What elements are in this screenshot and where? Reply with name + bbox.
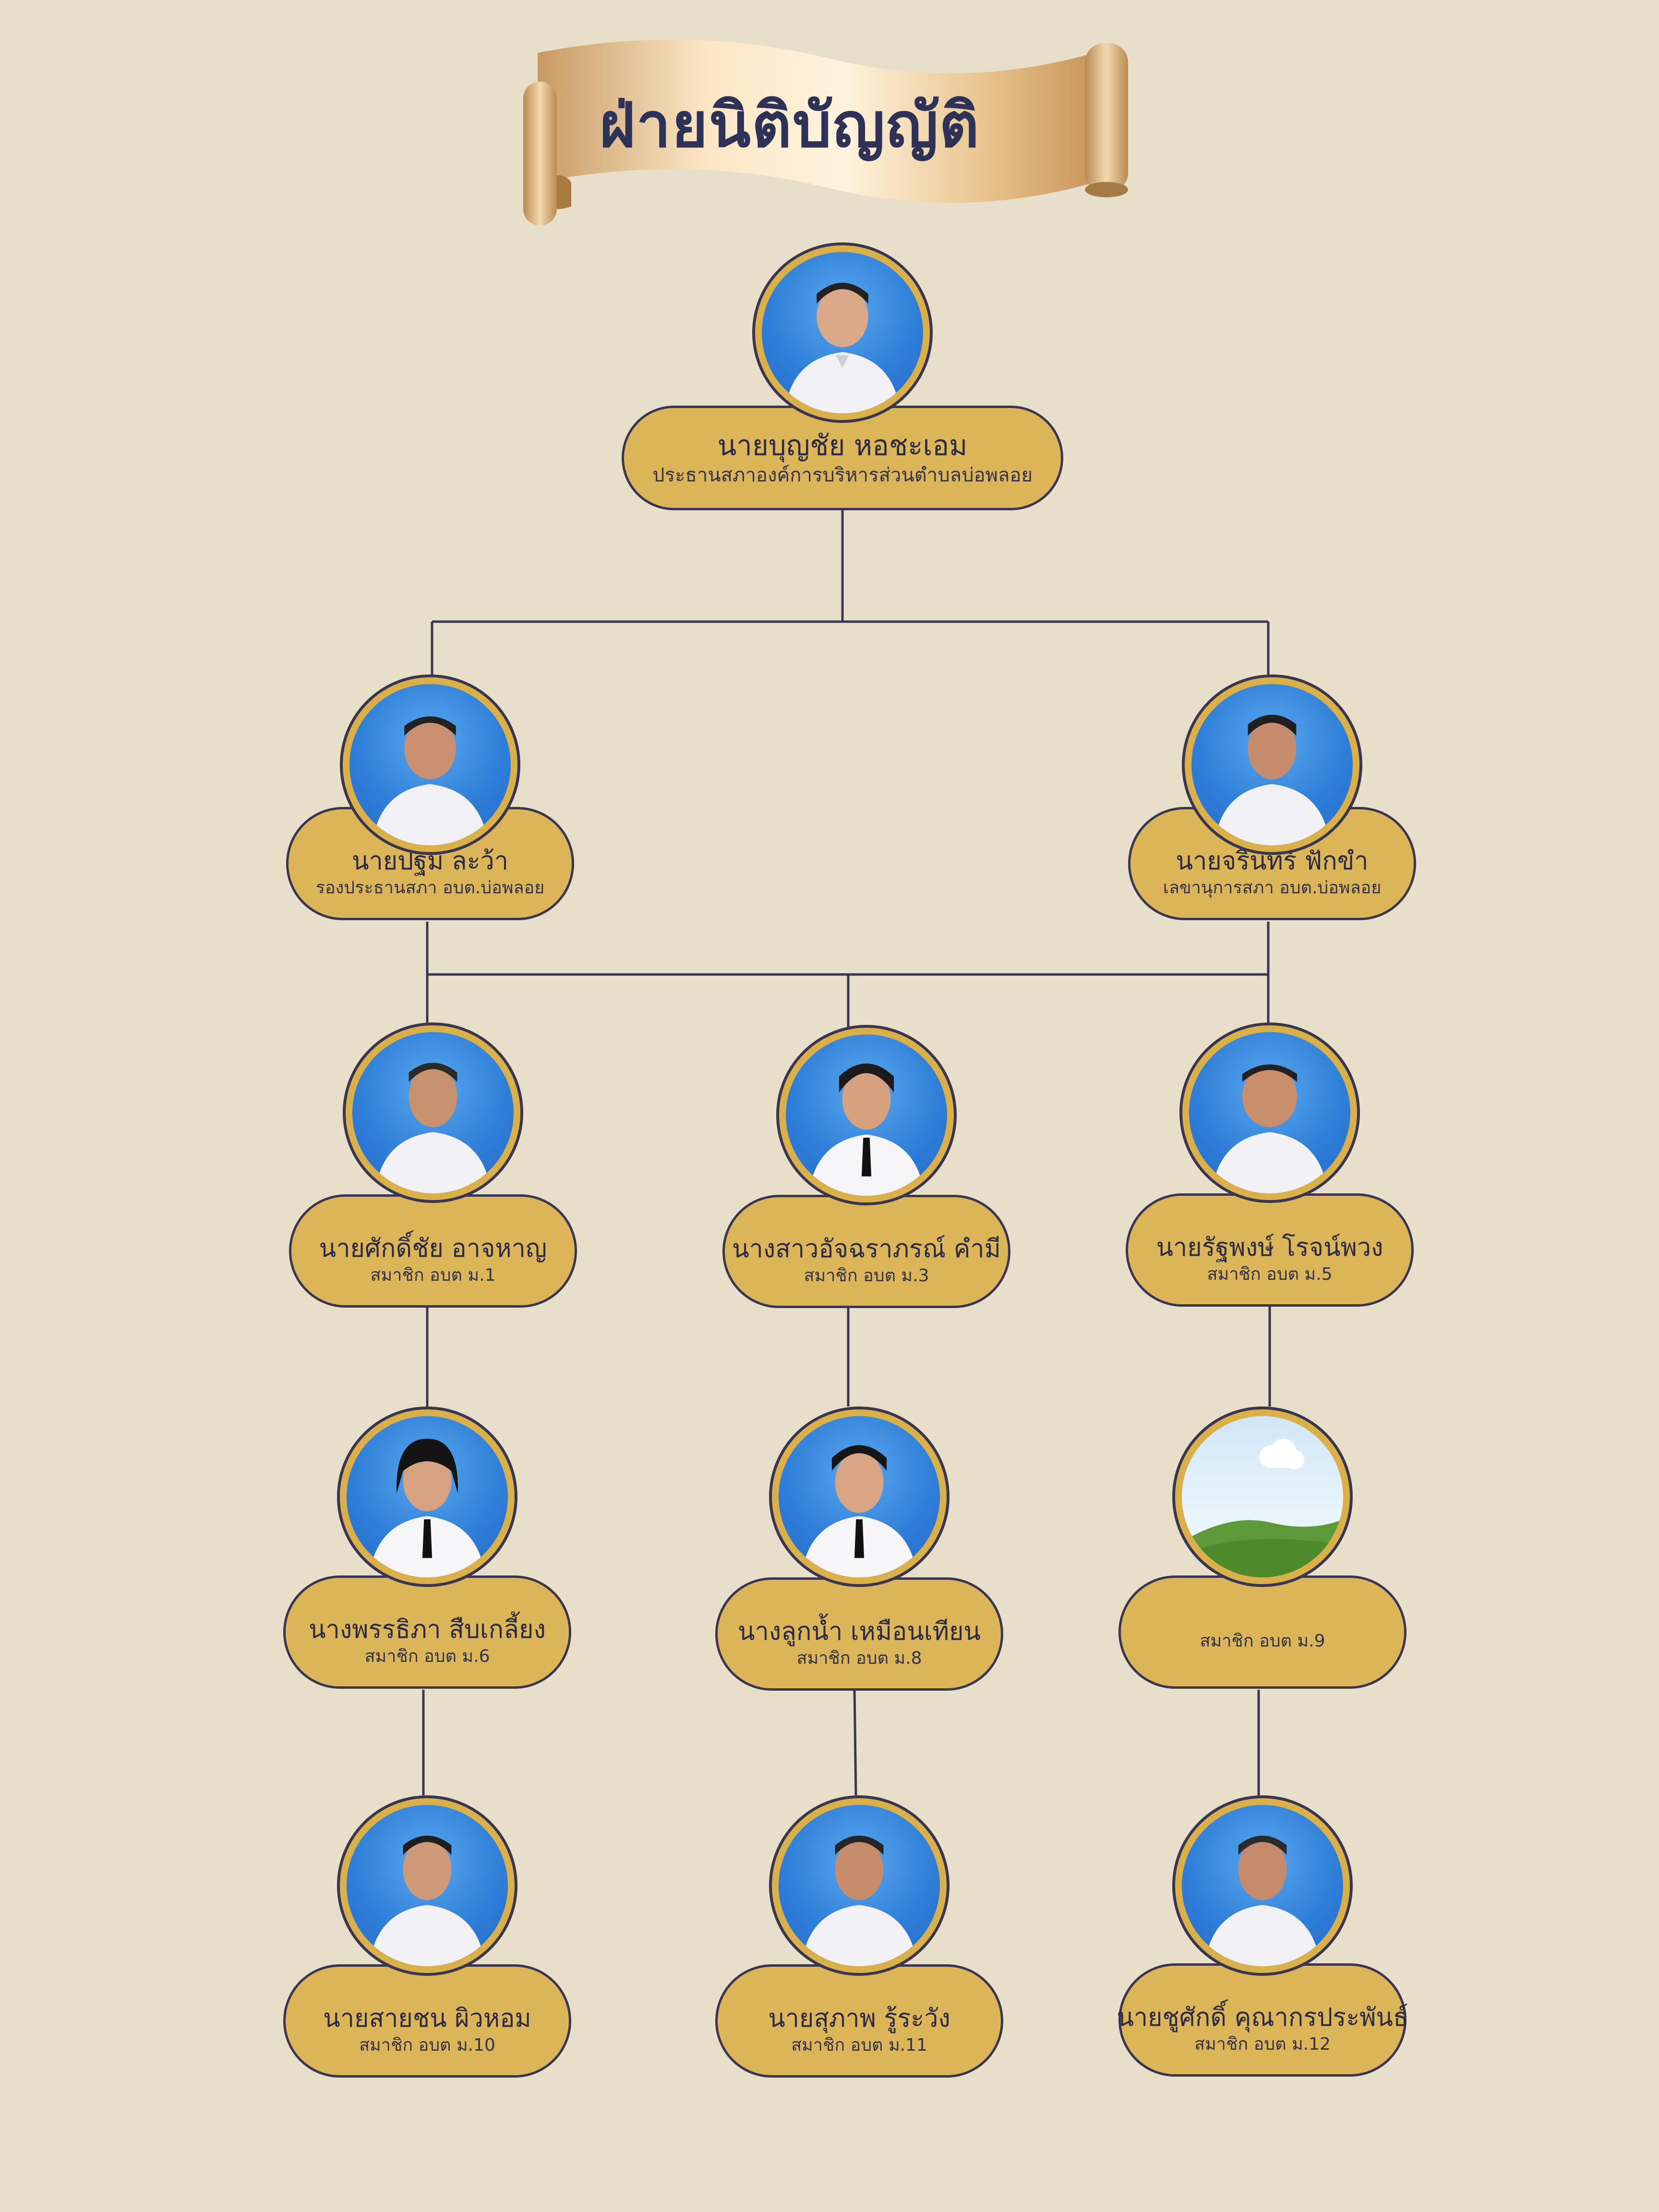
member-role: สมาชิก อบต ม.5 <box>1207 1264 1333 1285</box>
person-icon <box>347 1416 508 1577</box>
member-node: นายชูศักดิ์ คุณากรประพันธ์ สมาชิก อบต ม.… <box>1117 1795 1408 2077</box>
member-name: นางสาวอัจฉราภรณ์ คำมี <box>732 1235 1001 1264</box>
member-card: นายชูศักดิ์ คุณากรประพันธ์ สมาชิก อบต ม.… <box>1117 1963 1408 2077</box>
chair-photo <box>752 242 933 423</box>
member-role: สมาชิก อบต ม.8 <box>796 1648 922 1669</box>
member-role: สมาชิก อบต ม.10 <box>359 2035 495 2056</box>
vice-chair-node: นายปฐม ละว้า รองประธานสภา อบต.บ่อพลอย <box>286 674 574 943</box>
member-card: นางลูกน้ำ เหมือนเทียน สมาชิก อบต ม.8 <box>715 1577 1003 1691</box>
person-icon <box>762 252 923 413</box>
member-card: นางพรรธิภา สืบเกลี้ยง สมาชิก อบต ม.6 <box>283 1575 571 1689</box>
member-role: สมาชิก อบต ม.11 <box>791 2035 927 2056</box>
vice-chair-role: รองประธานสภา อบต.บ่อพลอย <box>315 878 545 898</box>
member-role: สมาชิก อบต ม.1 <box>370 1265 496 1286</box>
member-name: นายศักดิ์ชัย อาจหาญ <box>319 1234 547 1263</box>
secretary-photo <box>1182 674 1362 855</box>
member-node: นายสายชน ผิวหอม สมาชิก อบต ม.10 <box>283 1795 571 2078</box>
person-icon <box>352 1032 514 1193</box>
person-icon <box>1191 684 1353 845</box>
member-node: นายศักดิ์ชัย อาจหาญ สมาชิก อบต ม.1 <box>289 1022 577 1308</box>
member-card: นายศักดิ์ชัย อาจหาญ สมาชิก อบต ม.1 <box>289 1194 577 1308</box>
person-icon <box>347 1805 508 1966</box>
member-photo <box>337 1795 517 1976</box>
member-photo <box>1179 1022 1360 1203</box>
chair-card: นายบุญชัย หอชะเอม ประธานสภาองค์การบริหาร… <box>622 406 1063 510</box>
person-icon <box>1189 1032 1350 1193</box>
member-name: นายสายชน ผิวหอม <box>323 2004 531 2033</box>
member-photo <box>337 1407 517 1587</box>
member-name: นายรัฐพงษ์ โรจน์พวง <box>1156 1233 1383 1262</box>
member-photo <box>1172 1407 1353 1587</box>
member-card: นายสุภาพ รู้ระวัง สมาชิก อบต ม.11 <box>715 1964 1003 2078</box>
member-node: สมาชิก อบต ม.9 <box>1118 1407 1407 1689</box>
secretary-node: นายจรินทร์ ฟักขำ เลขานุการสภา อบต.บ่อพลอ… <box>1128 674 1416 943</box>
member-card: นายรัฐพงษ์ โรจน์พวง สมาชิก อบต ม.5 <box>1126 1193 1414 1307</box>
member-role: สมาชิก อบต ม.3 <box>804 1266 929 1286</box>
member-node: นายสุภาพ รู้ระวัง สมาชิก อบต ม.11 <box>715 1795 1003 2078</box>
page-title: ฝ่ายนิติบัญญัติ <box>599 89 980 161</box>
person-icon <box>779 1416 940 1577</box>
member-card: นางสาวอัจฉราภรณ์ คำมี สมาชิก อบต ม.3 <box>722 1195 1010 1308</box>
member-card: สมาชิก อบต ม.9 <box>1118 1575 1407 1689</box>
person-icon <box>779 1805 940 1966</box>
chair-name: นายบุญชัย หอชะเอม <box>717 429 968 462</box>
vice-chair-photo <box>340 674 520 855</box>
chair-role: ประธานสภาองค์การบริหารส่วนตำบลบ่อพลอย <box>652 464 1033 487</box>
member-photo <box>769 1407 950 1587</box>
landscape-placeholder-icon <box>1182 1416 1343 1577</box>
person-icon <box>786 1034 947 1196</box>
member-node: นางพรรธิภา สืบเกลี้ยง สมาชิก อบต ม.6 <box>283 1407 571 1689</box>
person-icon <box>1182 1805 1343 1966</box>
member-node: นายรัฐพงษ์ โรจน์พวง สมาชิก อบต ม.5 <box>1126 1022 1414 1307</box>
member-name: นายชูศักดิ์ คุณากรประพันธ์ <box>1117 2003 1408 2032</box>
member-photo <box>776 1025 957 1205</box>
member-photo <box>769 1795 950 1976</box>
member-role: สมาชิก อบต ม.6 <box>364 1647 490 1667</box>
line-col2-r2 <box>853 1689 857 1796</box>
member-photo <box>343 1022 523 1203</box>
title-banner-ribbon <box>523 39 1128 226</box>
secretary-role: เลขานุการสภา อบต.บ่อพลอย <box>1163 878 1382 898</box>
member-name: นายสุภาพ รู้ระวัง <box>768 2004 950 2033</box>
member-name: นางพรรธิภา สืบเกลี้ยง <box>309 1615 546 1645</box>
member-node: นางสาวอัจฉราภรณ์ คำมี สมาชิก อบต ม.3 <box>722 1025 1010 1308</box>
chair-node: นายบุญชัย หอชะเอม ประธานสภาองค์การบริหาร… <box>622 242 1063 511</box>
member-node: นางลูกน้ำ เหมือนเทียน สมาชิก อบต ม.8 <box>715 1407 1003 1691</box>
member-role: สมาชิก อบต ม.9 <box>1200 1631 1325 1651</box>
member-photo <box>1172 1795 1353 1976</box>
person-icon <box>349 684 511 845</box>
member-role: สมาชิก อบต ม.12 <box>1194 2034 1331 2055</box>
member-card: นายสายชน ผิวหอม สมาชิก อบต ม.10 <box>283 1964 571 2078</box>
member-name: นางลูกน้ำ เหมือนเทียน <box>738 1617 981 1647</box>
